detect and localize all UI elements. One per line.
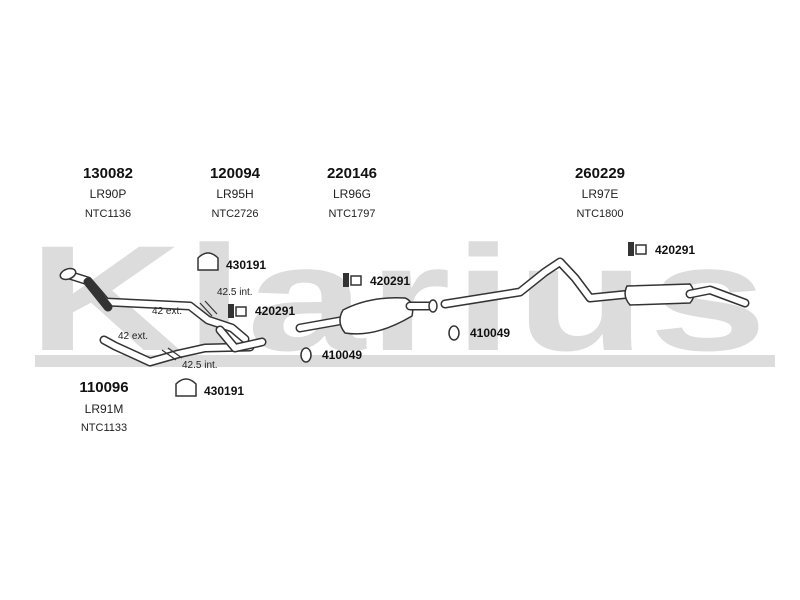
part-ref: NTC1797 <box>328 208 375 220</box>
part-label-260229: 260229 LR97E NTC1800 <box>575 165 625 220</box>
seal-ring-icon <box>448 325 460 341</box>
front-pipe-lower <box>99 325 267 367</box>
fitting-number: 410049 <box>470 326 510 340</box>
bracket-420291-mid: 420291 <box>343 273 410 288</box>
dimension-ext: 42 ext. <box>152 306 182 317</box>
bracket-icon <box>343 273 349 287</box>
part-code: LR96G <box>333 187 371 201</box>
part-code: LR91M <box>85 402 124 416</box>
bracket-420291-upper: 420291 <box>228 304 295 318</box>
dimension-tick <box>199 302 213 317</box>
rear-silencer-icon <box>624 283 695 306</box>
fitting-number: 420291 <box>255 304 295 318</box>
part-number: 110096 <box>79 379 128 396</box>
front-pipe-upper <box>59 267 250 344</box>
dimension-tick <box>167 347 183 359</box>
seal-ring-icon <box>300 347 312 363</box>
part-ref: NTC1800 <box>576 208 623 220</box>
clamp-430191-upper: 430191 <box>197 252 266 272</box>
ring-410049-rear: 410049 <box>448 325 510 341</box>
part-label-120094: 120094 LR95H NTC2726 <box>210 165 261 220</box>
bracket-icon <box>628 242 634 256</box>
flange-icon <box>59 267 77 281</box>
rear-pipe-assembly <box>440 257 750 309</box>
dimension-upper: 42 ext. 42.5 int. <box>152 287 253 317</box>
dimension-lower: 42 ext. 42.5 int. <box>118 331 218 371</box>
dimension-int: 42.5 int. <box>182 360 218 371</box>
part-code: LR90P <box>90 187 127 201</box>
fitting-number: 430191 <box>226 258 266 272</box>
fitting-number: 430191 <box>204 384 244 398</box>
bracket-420291-rear: 420291 <box>628 242 695 257</box>
part-number: 120094 <box>210 165 261 182</box>
part-label-220146: 220146 LR96G NTC1797 <box>327 165 377 220</box>
part-code: LR97E <box>582 187 619 201</box>
intermediate-silencer-assembly <box>295 297 438 335</box>
part-ref: NTC1136 <box>85 208 131 220</box>
watermark-underline <box>35 355 775 367</box>
part-label-110096: 110096 LR91M NTC1133 <box>79 379 128 434</box>
clamp-icon <box>197 252 219 271</box>
fitting-number: 420291 <box>655 243 695 257</box>
part-code: LR95H <box>216 187 253 201</box>
bracket-icon <box>228 304 234 318</box>
dimension-tick <box>161 349 177 361</box>
part-ref: NTC1133 <box>81 422 127 434</box>
flange-icon <box>428 299 438 313</box>
dimension-tick <box>204 300 218 315</box>
fitting-number: 420291 <box>370 274 410 288</box>
clamp-icon <box>175 378 197 397</box>
part-number: 260229 <box>575 165 625 182</box>
part-number: 130082 <box>83 165 133 182</box>
part-label-130082: 130082 LR90P NTC1136 <box>83 165 133 220</box>
dimension-int: 42.5 int. <box>217 287 253 298</box>
dimension-ext: 42 ext. <box>118 331 148 342</box>
fitting-number: 410049 <box>322 348 362 362</box>
part-number: 220146 <box>327 165 377 182</box>
part-ref: NTC2726 <box>211 208 258 220</box>
clamp-430191-lower: 430191 <box>175 378 244 398</box>
ring-410049-mid: 410049 <box>300 347 362 363</box>
centre-silencer-icon <box>339 297 414 335</box>
